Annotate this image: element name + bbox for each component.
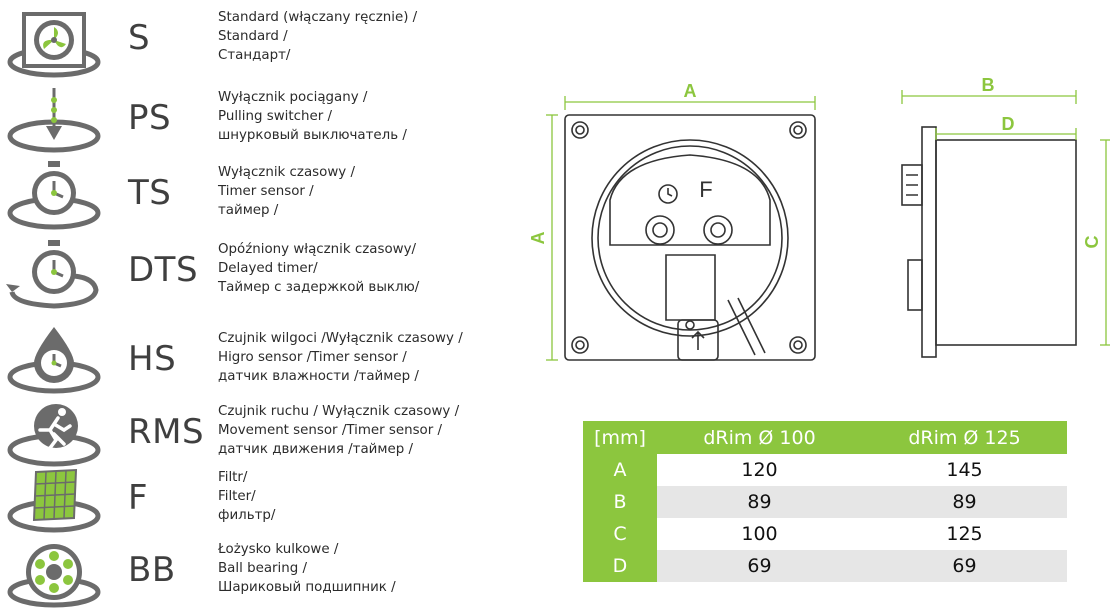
dimension-a-horizontal — [564, 96, 816, 110]
filter-icon — [7, 468, 101, 533]
cell-value: 69 — [657, 550, 862, 582]
row-key: B — [583, 486, 657, 518]
feature-description: Czujnik ruchu / Wyłącznik czasowy / Move… — [218, 402, 459, 459]
desc-line-pl: Filtr/ — [218, 470, 248, 485]
feature-description: Filtr/ Filter/ фильтр/ — [218, 468, 275, 525]
cell-value: 125 — [862, 518, 1067, 550]
desc-line-ru: фильтр/ — [218, 508, 276, 523]
desc-line-pl: Łożysko kulkowe / — [218, 542, 339, 557]
feature-description: Czujnik wilgoci /Wyłącznik czasowy / Hig… — [218, 329, 463, 386]
desc-line-en: Ball bearing / — [218, 561, 308, 576]
feature-code: RMS — [128, 412, 205, 452]
desc-line-pl: Czujnik ruchu / Wyłącznik czasowy / — [218, 404, 460, 419]
cell-value: 89 — [657, 486, 862, 518]
dim-label-b: B — [982, 75, 995, 95]
desc-line-pl: Wyłącznik pociągany / — [218, 90, 368, 105]
front-view-drawing — [564, 114, 816, 361]
feature-description: Wyłącznik pociągany / Pulling switcher /… — [218, 88, 407, 145]
column-header-125: dRim Ø 125 — [862, 421, 1067, 454]
desc-line-pl: Wyłącznik czasowy / — [218, 165, 355, 180]
table-row: A 120 145 — [583, 454, 1067, 486]
cell-value: 120 — [657, 454, 862, 486]
feature-code: S — [128, 18, 151, 58]
feature-description: Wyłącznik czasowy / Timer sensor / тайме… — [218, 163, 355, 220]
desc-line-ru: шнурковый выключатель / — [218, 128, 407, 143]
feature-code: TS — [128, 173, 172, 213]
desc-line-ru: датчик движения /таймер / — [218, 442, 413, 457]
desc-line-pl: Opóźniony włącznik czasowy/ — [218, 242, 417, 257]
desc-line-en: Timer sensor / — [218, 184, 314, 199]
cell-value: 69 — [862, 550, 1067, 582]
feature-code: HS — [128, 339, 177, 379]
feature-row-ps: PS Wyłącznik pociągany / Pulling switche… — [0, 84, 470, 160]
feature-code: F — [128, 478, 149, 518]
dim-label-c: C — [1082, 236, 1102, 249]
feature-row-hs: HS Czujnik wilgoci /Wyłącznik czasowy / … — [0, 325, 470, 401]
table-row: C 100 125 — [583, 518, 1067, 550]
feature-description: Standard (włączany ręcznie) / Standard /… — [218, 8, 417, 65]
motion-sensor-icon — [7, 404, 101, 467]
desc-line-en: Standard / — [218, 29, 288, 44]
panel-letter: F — [699, 177, 712, 202]
desc-line-pl: Czujnik wilgoci /Wyłącznik czasowy / — [218, 331, 463, 346]
feature-code: BB — [128, 550, 176, 590]
row-key: C — [583, 518, 657, 550]
table-row: D 69 69 — [583, 550, 1067, 582]
desc-line-pl: Standard (włączany ręcznie) / — [218, 10, 418, 25]
ball-bearing-icon — [7, 544, 101, 608]
feature-row-f: F Filtr/ Filter/ фильтр/ — [0, 464, 470, 540]
pull-cord-icon — [7, 88, 101, 153]
row-key: D — [583, 550, 657, 582]
table-header-row: [mm] dRim Ø 100 dRim Ø 125 — [583, 421, 1067, 454]
feature-row-rms: RMS Czujnik ruchu / Wyłącznik czasowy / … — [0, 398, 470, 474]
desc-line-en: Higro sensor /Timer sensor / — [218, 350, 407, 365]
dimension-c — [1100, 139, 1110, 346]
dimensions-table: [mm] dRim Ø 100 dRim Ø 125 A 120 145 B 8… — [583, 421, 1067, 582]
desc-line-en: Filter/ — [218, 489, 256, 504]
feature-description: Opóźniony włącznik czasowy/ Delayed time… — [218, 240, 419, 297]
feature-code: DTS — [128, 250, 199, 290]
cell-value: 89 — [862, 486, 1067, 518]
feature-description: Łożysko kulkowe / Ball bearing / Шариков… — [218, 540, 396, 597]
cell-value: 100 — [657, 518, 862, 550]
desc-line-en: Pulling switcher / — [218, 109, 332, 124]
feature-code: PS — [128, 98, 172, 138]
dimension-a-vertical — [546, 114, 558, 361]
desc-line-en: Delayed timer/ — [218, 261, 318, 276]
side-view-drawing — [901, 126, 1077, 358]
desc-line-ru: Таймер с задержкой выклю/ — [218, 280, 420, 295]
feature-row-dts: DTS Opóźniony włącznik czasowy/ Delayed … — [0, 236, 470, 312]
feature-row-ts: TS Wyłącznik czasowy / Timer sensor / та… — [0, 159, 470, 235]
dim-label-a-top: A — [684, 81, 697, 101]
cell-value: 145 — [862, 454, 1067, 486]
feature-row-s: S Standard (włączany ręcznie) / Standard… — [0, 4, 470, 80]
column-header-unit: [mm] — [583, 421, 657, 454]
feature-row-bb: BB Łożysko kulkowe / Ball bearing / Шари… — [0, 536, 470, 612]
column-header-100: dRim Ø 100 — [657, 421, 862, 454]
fan-standard-icon — [7, 12, 101, 78]
dimension-d — [935, 128, 1077, 140]
technical-drawings: F A A B D C — [530, 75, 1110, 361]
delayed-timer-icon — [6, 240, 99, 309]
dim-label-a-side: A — [530, 232, 548, 245]
desc-line-ru: датчик влажности /таймер / — [218, 369, 419, 384]
dimension-b — [901, 90, 1077, 104]
desc-line-ru: Стандарт/ — [218, 48, 291, 63]
humidity-timer-icon — [7, 327, 101, 394]
row-key: A — [583, 454, 657, 486]
desc-line-ru: таймер / — [218, 203, 279, 218]
timer-icon — [7, 161, 101, 230]
dim-label-d: D — [1002, 114, 1015, 134]
desc-line-ru: Шариковый подшипник / — [218, 580, 396, 595]
table-row: B 89 89 — [583, 486, 1067, 518]
desc-line-en: Movement sensor /Timer sensor / — [218, 423, 443, 438]
